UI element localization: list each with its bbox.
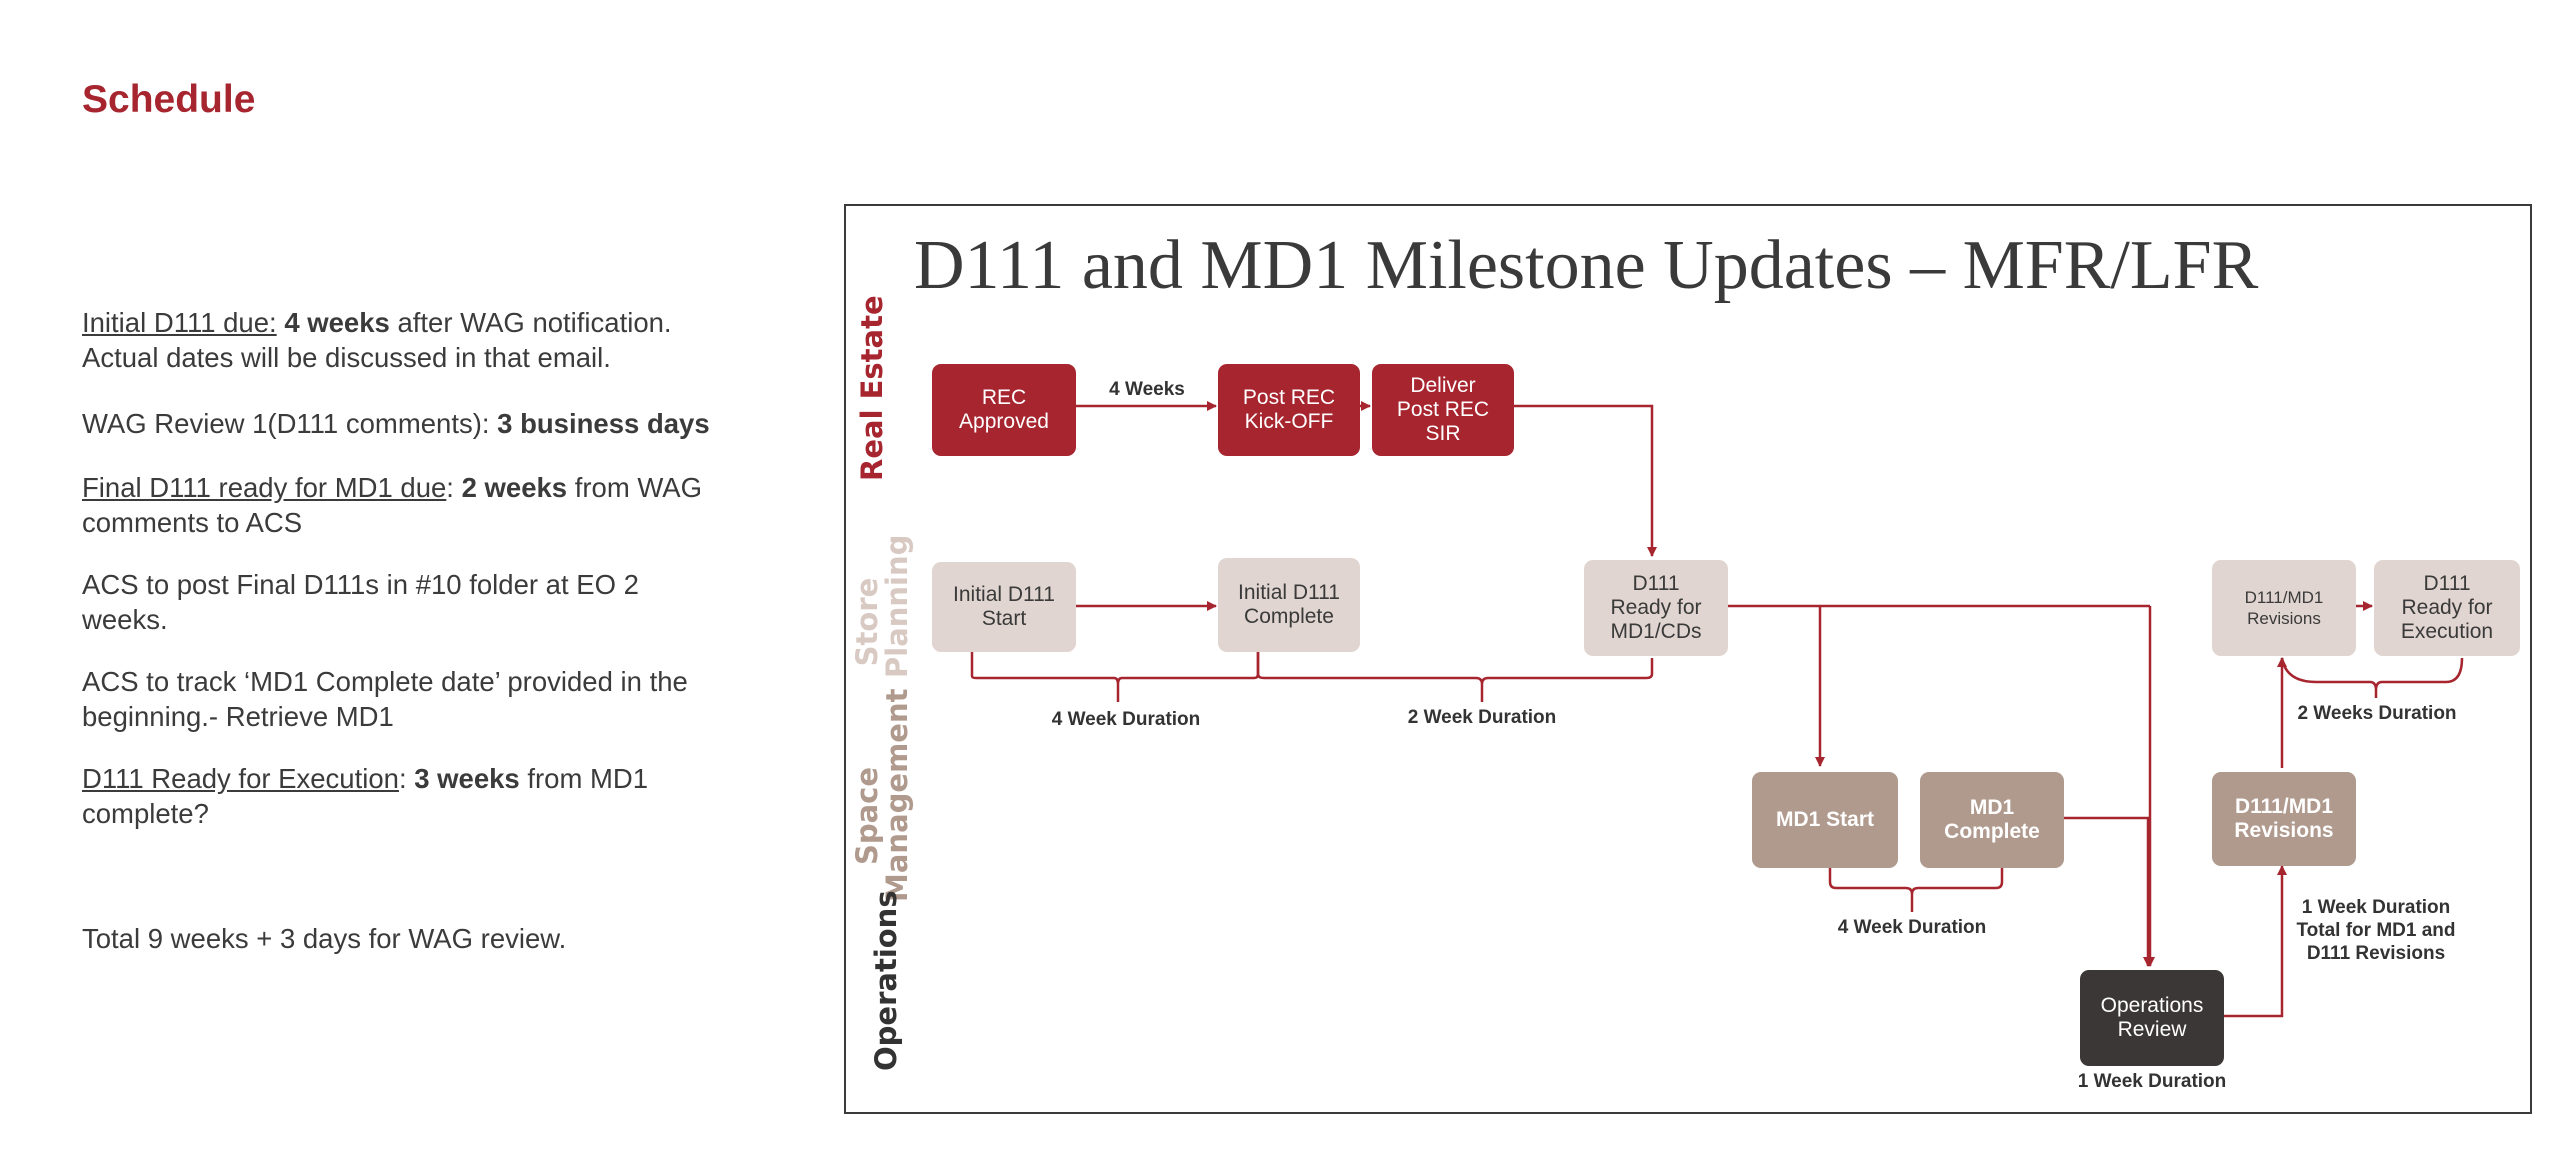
lane-store-planning: Store Planning bbox=[850, 534, 914, 678]
brace-4wk-1 bbox=[970, 651, 1260, 702]
note-d111-execution-label: D111 Ready for Execution bbox=[82, 763, 399, 794]
brace-4wk-2 bbox=[1828, 868, 2004, 912]
note-acs-post: ACS to post Final D111s in #10 folder at… bbox=[82, 569, 639, 635]
diagram-connectors bbox=[970, 401, 2464, 1018]
note-final-d111: Final D111 ready for MD1 due: 2 weeks fr… bbox=[82, 470, 722, 540]
lane-real-estate: Real Estate bbox=[855, 295, 889, 481]
box-d111-md1-revisions-sp: D111/MD1 Revisions bbox=[2212, 560, 2356, 656]
box-initial-d111-complete: Initial D111 Complete bbox=[1218, 558, 1360, 652]
box-d111-ready-execution: D111 Ready for Execution bbox=[2374, 560, 2520, 656]
label-two-week-duration: 2 Week Duration bbox=[1407, 707, 1557, 728]
box-post-rec-kickoff: Post REC Kick-OFF bbox=[1218, 364, 1360, 456]
arrow-md1-complete-to-ops bbox=[2062, 816, 2153, 967]
diagram-title: D111 and MD1 Milestone Updates – MFR/LFR bbox=[914, 227, 2259, 304]
note-final-d111-duration: 2 weeks bbox=[461, 472, 568, 503]
note-final-d111-colon: : bbox=[446, 472, 462, 503]
box-md1-complete: MD1 Complete bbox=[1920, 772, 2064, 868]
note-initial-d111-rest: after WAG notification. Actual dates wil… bbox=[82, 307, 672, 373]
box-initial-d111-start: Initial D111 Start bbox=[932, 562, 1076, 652]
note-d111-execution: D111 Ready for Execution: 3 weeks from M… bbox=[82, 761, 722, 831]
arrow-deliver-to-d111-ready bbox=[1512, 404, 1657, 557]
lane-operations: Operations bbox=[869, 890, 903, 1071]
box-d111-ready-md1: D111 Ready for MD1/CDs bbox=[1584, 560, 1728, 656]
milestone-diagram: D111 and MD1 Milestone Updates – MFR/LFR… bbox=[844, 204, 2532, 1114]
box-operations-review: Operations Review bbox=[2080, 970, 2224, 1066]
note-d111-execution-duration: 3 weeks bbox=[414, 763, 520, 794]
label-four-week-duration-1: 4 Week Duration bbox=[1051, 709, 1201, 730]
note-acs-track: ACS to track ‘MD1 Complete date’ provide… bbox=[82, 666, 688, 732]
lane-space-management: Space Management bbox=[850, 688, 914, 902]
note-initial-d111-duration: 4 weeks bbox=[284, 307, 390, 338]
box-md1-start: MD1 Start bbox=[1752, 772, 1898, 868]
page-title: Schedule bbox=[82, 78, 256, 121]
note-initial-d111-label: Initial D111 due: bbox=[82, 307, 277, 338]
label-four-week-duration-2: 4 Week Duration bbox=[1837, 917, 1987, 938]
note-wag-review-duration: 3 business days bbox=[497, 408, 710, 439]
note-total: Total 9 weeks + 3 days for WAG review. bbox=[82, 923, 567, 954]
note-d111-execution-colon: : bbox=[398, 763, 415, 794]
brace-2wk bbox=[1256, 651, 1654, 702]
box-rec-approved: REC Approved bbox=[932, 364, 1076, 456]
note-d111-execution-rest: from MD1 complete? bbox=[82, 763, 649, 829]
note-final-d111-rest: from WAG comments to ACS bbox=[82, 472, 703, 538]
box-deliver-post-rec-sir: Deliver Post REC SIR bbox=[1372, 364, 1514, 456]
note-final-d111-label: Final D111 ready for MD1 due bbox=[82, 472, 447, 503]
note-wag-review-label: WAG Review 1(D111 comments): bbox=[82, 408, 498, 439]
schedule-notes: Initial D111 due: 4 weeks after WAG noti… bbox=[82, 305, 722, 956]
box-d111-md1-revisions-sm: D111/MD1 Revisions bbox=[2212, 772, 2356, 866]
label-one-week-total: 1 Week Duration Total for MD1 and D111 R… bbox=[2296, 897, 2456, 964]
note-initial-d111: Initial D111 due: 4 weeks after WAG noti… bbox=[82, 305, 722, 375]
label-two-weeks-duration: 2 Weeks Duration bbox=[2297, 703, 2457, 724]
brace-2wks bbox=[2280, 657, 2464, 698]
label-one-week-duration: 1 Week Duration bbox=[2077, 1071, 2227, 1092]
note-wag-review: WAG Review 1(D111 comments): 3 business … bbox=[82, 406, 722, 441]
label-four-weeks: 4 Weeks bbox=[1109, 379, 1185, 400]
